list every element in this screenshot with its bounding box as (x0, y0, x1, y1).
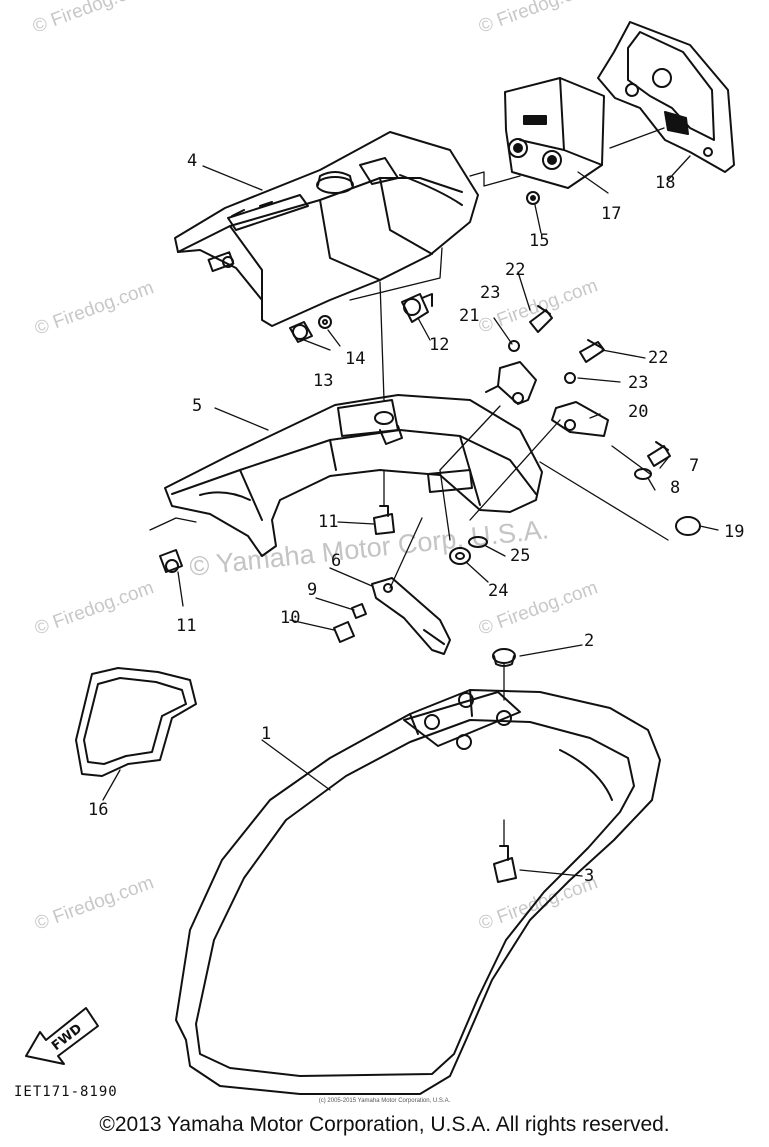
part-11-bolt-right (374, 506, 394, 534)
diagram-code: IET171-8190 (14, 1084, 118, 1100)
part-7-bolt (648, 442, 670, 466)
part-15-nut (527, 192, 539, 204)
part-19-reflector (676, 517, 700, 535)
part-23-washer-upper (509, 341, 519, 351)
callout-15: 15 (529, 231, 550, 251)
callout-5: 5 (192, 396, 203, 416)
callout-23b: 23 (628, 373, 649, 393)
small-copyright: (c) 2005-2015 Yamaha Motor Corporation, … (318, 1098, 451, 1104)
callout-18: 18 (655, 173, 676, 193)
callout-19: 19 (724, 522, 745, 542)
part-23-washer-lower (565, 373, 575, 383)
part-18-bracket (598, 22, 734, 172)
part-1-fender (176, 690, 660, 1094)
callout-20: 20 (628, 402, 649, 422)
callout-10: 10 (280, 608, 301, 628)
callout-24: 24 (488, 581, 509, 601)
part-4-tail-cover (175, 132, 478, 326)
callout-2: 2 (584, 631, 595, 651)
callout-8: 8 (670, 478, 681, 498)
callout-1: 1 (261, 724, 272, 744)
part-17-taillight (505, 78, 604, 188)
fwd-arrow-icon: FWD (26, 1008, 98, 1064)
part-5-lower-cover (165, 395, 542, 556)
part-6-bracket (372, 578, 450, 654)
part-14-washer (319, 316, 331, 328)
part-20-bracket (552, 402, 608, 436)
callout-23a: 23 (480, 283, 501, 303)
part-16-plate (76, 668, 196, 776)
part-10-nut (334, 622, 354, 642)
part-13-screw (290, 322, 312, 342)
callout-22a: 22 (505, 260, 526, 280)
part-25-washer (469, 537, 487, 547)
callout-21: 21 (459, 306, 480, 326)
callout-13: 13 (313, 371, 334, 391)
callout-25: 25 (510, 546, 531, 566)
callout-6: 6 (331, 551, 342, 571)
part-22-bolt-upper (530, 306, 552, 332)
callout-9: 9 (307, 580, 318, 600)
callout-4: 4 (187, 151, 198, 171)
part-9-washer (352, 604, 366, 618)
part-24-grommet (450, 548, 470, 564)
part-11-bolt-left (160, 550, 182, 572)
callout-14: 14 (345, 349, 366, 369)
leader-lines (103, 128, 718, 876)
part-21-bracket (486, 362, 536, 404)
callout-16: 16 (88, 800, 109, 820)
callout-7: 7 (689, 456, 700, 476)
part-22-bolt-lower (580, 340, 604, 362)
part-3-bolt (494, 846, 516, 882)
callout-11a: 11 (318, 512, 339, 532)
part-8-washer (635, 469, 651, 479)
callout-22b: 22 (648, 348, 669, 368)
part-12-socket (402, 294, 432, 322)
callout-11b: 11 (176, 616, 197, 636)
callout-17: 17 (601, 204, 622, 224)
callout-12: 12 (429, 335, 450, 355)
footer-copyright: ©2013 Yamaha Motor Corporation, U.S.A. A… (99, 1113, 670, 1136)
callout-3: 3 (584, 866, 595, 886)
